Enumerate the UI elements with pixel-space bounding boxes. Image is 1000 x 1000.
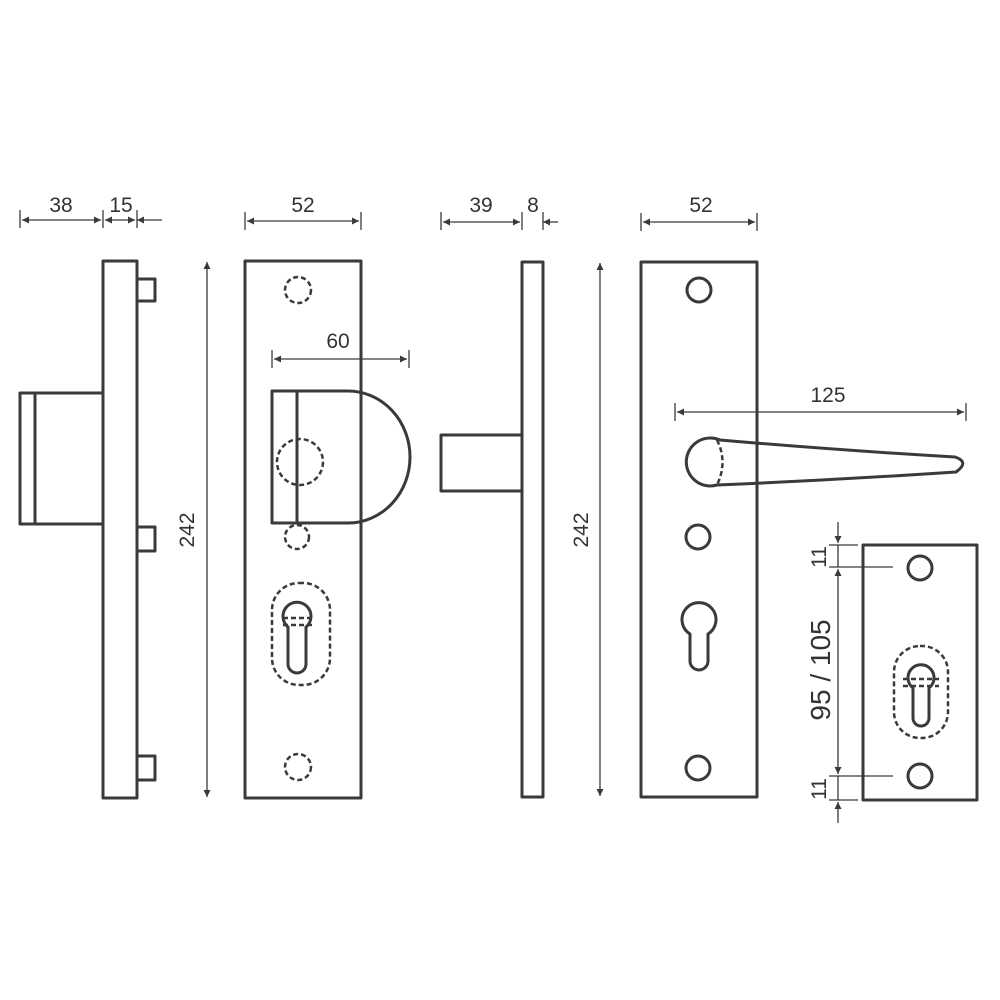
screw-hole-middle-hidden <box>283 523 311 551</box>
hole-spacing-detail <box>861 543 979 802</box>
dim-label-top-offset: 11 <box>808 546 831 568</box>
cylinder-guard-hidden <box>270 581 332 687</box>
dim-label-front-b-width: 52 <box>689 194 712 217</box>
screw-hole-top <box>685 276 713 304</box>
screw-hole-bottom-hidden <box>283 752 313 782</box>
knob-front-outline <box>270 389 412 525</box>
dim-lever-length: 125 <box>674 384 967 421</box>
detail-screw-hole-bottom <box>906 762 934 790</box>
dim-label-side-a-depth: 38 <box>49 194 72 217</box>
dim-side-a-height: 242 <box>176 262 211 797</box>
dim-front-a-width: 52 <box>244 194 362 230</box>
screw-hole-top-hidden <box>283 275 313 305</box>
screw-hole-middle <box>684 523 712 551</box>
plate-front-outline <box>243 259 363 800</box>
plate-side-profile <box>101 259 139 800</box>
lever-boss-hidden <box>715 439 724 486</box>
mount-stud-bottom <box>135 754 157 782</box>
dim-label-lever-length: 125 <box>810 384 845 407</box>
side-view-inner-plate <box>439 260 545 799</box>
mount-stud-middle <box>135 525 157 553</box>
dim-label-side-b-depth: 39 <box>469 194 492 217</box>
dim-front-b-width: 52 <box>640 194 758 231</box>
dim-label-side-a-thickness: 15 <box>109 194 132 217</box>
detail-plate-outline <box>861 543 979 802</box>
detail-cylinder-cutout <box>906 663 936 728</box>
dim-label-bottom-offset: 11 <box>808 778 831 800</box>
lever-boss-side <box>439 433 524 493</box>
spindle-hole-hidden <box>275 437 325 487</box>
dim-label-knob-projection: 60 <box>326 330 349 353</box>
dim-hole-spacing: 11 95 / 105 11 <box>805 522 893 823</box>
dim-label-front-a-width: 52 <box>291 194 314 217</box>
dim-label-side-a-height: 242 <box>176 512 199 547</box>
dim-label-side-b-thickness: 8 <box>527 194 539 217</box>
mount-stud-top <box>135 277 157 303</box>
dim-side-b-height: 242 <box>570 263 604 796</box>
dim-label-side-b-height: 242 <box>570 512 593 547</box>
screw-hole-bottom <box>684 754 712 782</box>
dim-knob-projection: 60 <box>271 330 410 368</box>
detail-screw-hole-top <box>906 554 934 582</box>
lever-handle <box>684 436 965 488</box>
dim-side-b-depth: 39 8 <box>440 194 558 230</box>
dim-label-hole-spacing: 95 / 105 <box>805 619 836 720</box>
front-view-inner-plate <box>639 260 965 799</box>
cylinder-cutout <box>281 600 313 675</box>
plate-side-profile-inner <box>520 260 545 799</box>
front-view-outer-plate <box>243 259 412 800</box>
plate-front-outline-inner <box>639 260 759 799</box>
side-view-outer-plate <box>18 259 157 800</box>
knob-side-profile <box>18 391 105 526</box>
detail-cylinder-guard-hidden <box>892 644 950 740</box>
dim-side-a-depth: 38 15 <box>19 194 162 228</box>
cylinder-cutout-inner <box>680 601 718 672</box>
